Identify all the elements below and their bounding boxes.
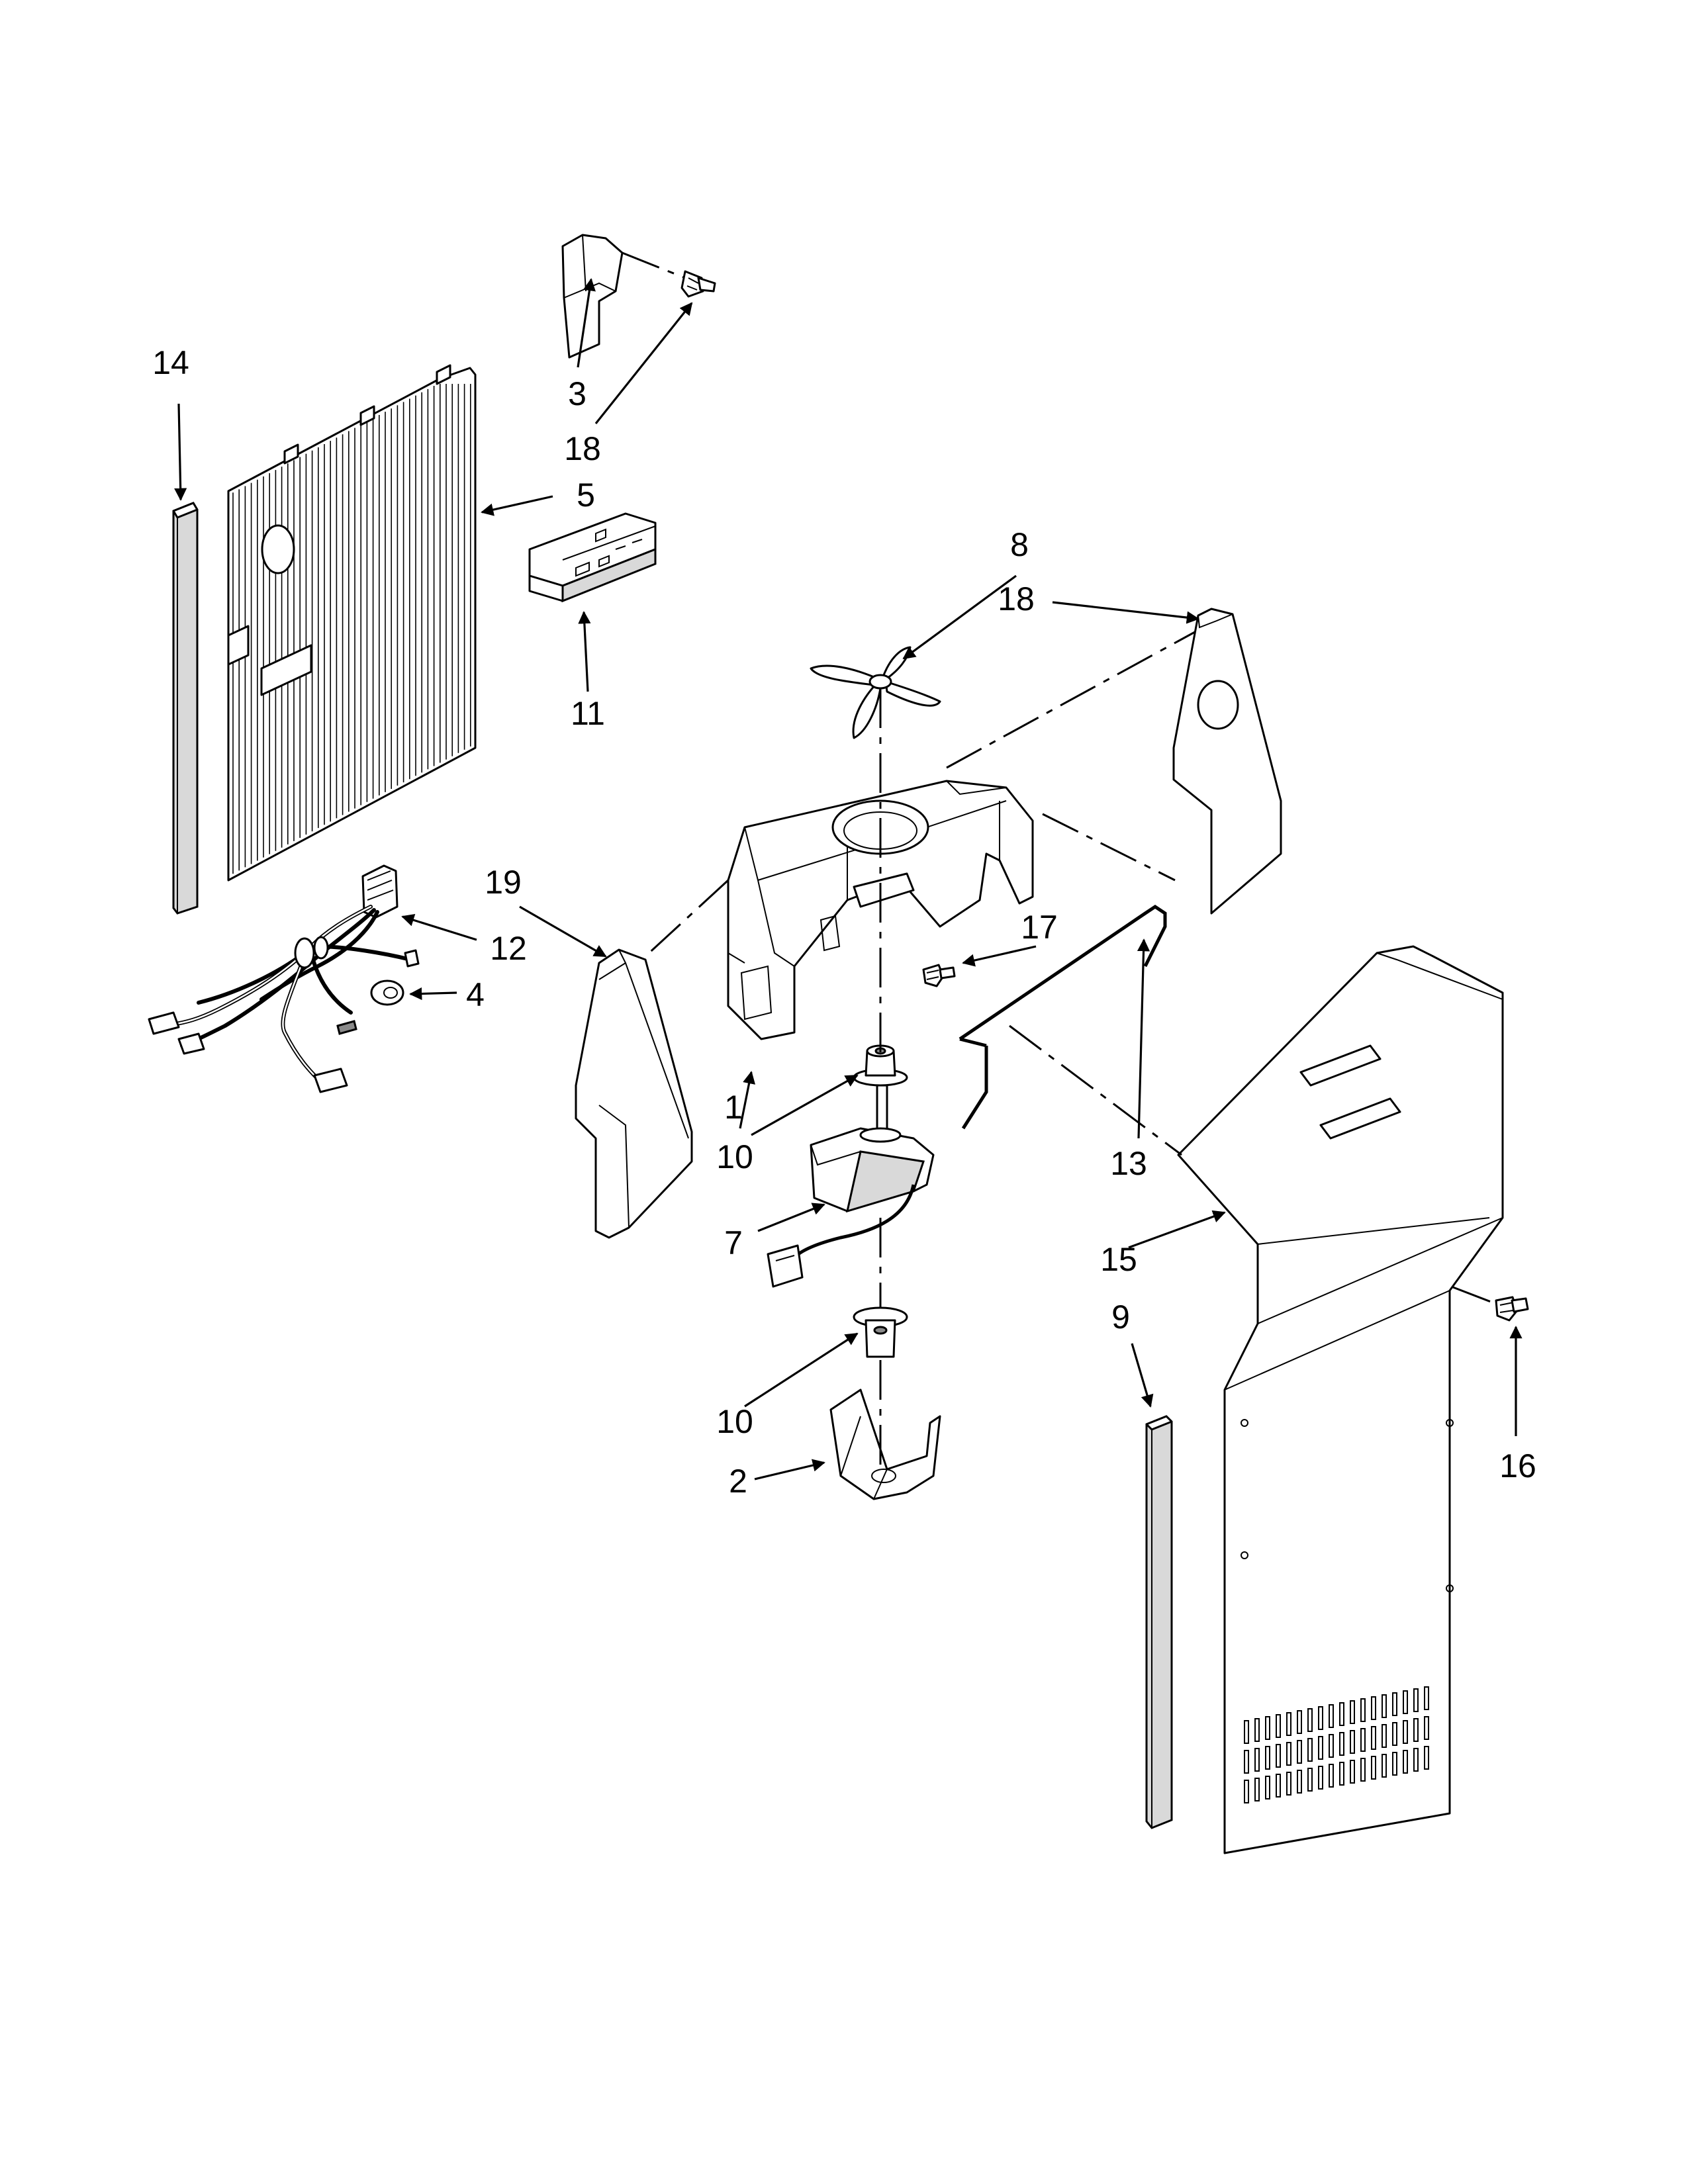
callout-19: 19 bbox=[485, 864, 522, 901]
callout-9: 9 bbox=[1111, 1298, 1130, 1336]
callout-15: 15 bbox=[1100, 1241, 1137, 1278]
part-9-strip bbox=[1145, 1415, 1173, 1829]
part-3-cap bbox=[561, 234, 624, 359]
callout-17: 17 bbox=[1021, 909, 1058, 946]
part-11-bracket bbox=[528, 512, 657, 603]
part-5-evaporator-cover bbox=[227, 364, 477, 882]
leader-lines bbox=[174, 278, 1523, 1480]
part-10-bushing-upper bbox=[853, 1044, 908, 1087]
part-13-wire-bracket bbox=[959, 904, 1167, 1130]
callout-14: 14 bbox=[152, 344, 189, 381]
callout-10-lower: 10 bbox=[716, 1403, 753, 1440]
callout-3: 3 bbox=[568, 375, 586, 412]
callout-2: 2 bbox=[729, 1463, 747, 1500]
callout-11: 11 bbox=[571, 695, 605, 732]
part-15-rear-panel bbox=[1177, 945, 1504, 1854]
callout-7: 7 bbox=[724, 1224, 743, 1261]
callout-labels: 14 3 18 5 11 8 18 19 12 4 17 13 1 10 7 1… bbox=[152, 344, 1536, 1500]
part-2-motor-bracket bbox=[829, 1388, 941, 1500]
callout-18-top: 18 bbox=[564, 430, 601, 467]
callout-8: 8 bbox=[1010, 526, 1029, 563]
part-10-bushing-lower bbox=[853, 1306, 908, 1358]
panel-vents bbox=[1244, 1686, 1429, 1803]
callout-18-right: 18 bbox=[998, 580, 1035, 617]
part-12-wire-harness bbox=[148, 864, 420, 1093]
callout-4: 4 bbox=[466, 976, 485, 1013]
callout-1: 1 bbox=[724, 1089, 743, 1126]
part-16-screw bbox=[1452, 1286, 1529, 1322]
part-4-grommet bbox=[370, 979, 404, 1006]
part-17-screw bbox=[922, 964, 956, 987]
callout-12: 12 bbox=[490, 930, 527, 967]
part-8-fan-blade bbox=[810, 646, 941, 739]
part-18-upper-baffle bbox=[1172, 608, 1282, 915]
callout-5: 5 bbox=[577, 477, 595, 514]
assembly-lines bbox=[644, 631, 1196, 1473]
part-14-strip bbox=[172, 502, 199, 915]
part-18-screw-top bbox=[622, 251, 716, 298]
part-7-fan-motor bbox=[767, 1084, 935, 1288]
part-19-left-baffle bbox=[575, 948, 693, 1239]
panel-ribs bbox=[232, 384, 471, 874]
callout-10-upper: 10 bbox=[716, 1138, 753, 1175]
callout-13: 13 bbox=[1110, 1145, 1147, 1182]
callout-16: 16 bbox=[1499, 1447, 1536, 1484]
